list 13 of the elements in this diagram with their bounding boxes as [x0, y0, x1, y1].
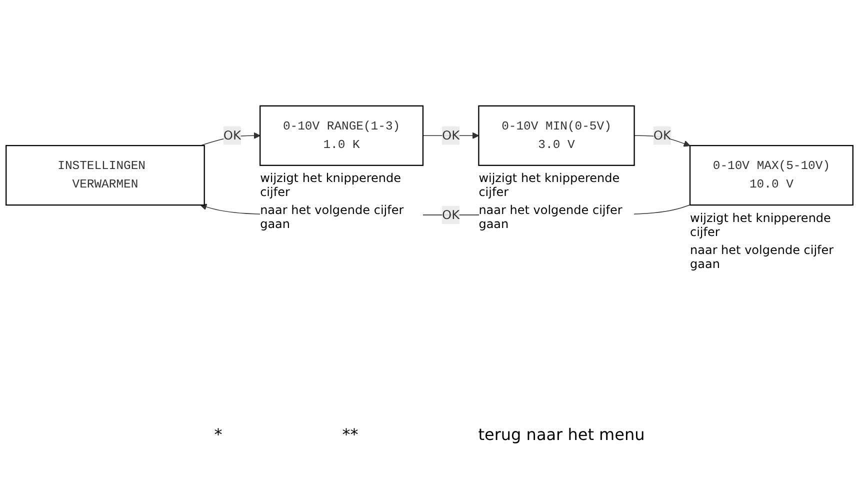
node-box: 0-10V MIN(0-5V) 3.0 V: [478, 105, 635, 166]
edge-label: OK: [442, 207, 460, 222]
node-box: 0-10V RANGE(1-3) 1.0 K: [260, 105, 424, 166]
note-text: terug naar het menu: [478, 425, 645, 444]
edge-label: OK: [223, 128, 242, 143]
edge-label: OK: [653, 128, 671, 143]
note-text: **: [342, 425, 358, 444]
edge-label: OK: [442, 128, 460, 143]
note-text: *: [214, 425, 222, 444]
help-text: naar het volgende cijfer gaan: [478, 203, 634, 232]
node-box: 0-10V MAX(5-10V) 10.0 V: [689, 144, 854, 206]
help-text: naar het volgende cijfer gaan: [260, 203, 423, 232]
node-box: INSTELLINGEN VERWARMEN: [6, 144, 205, 206]
